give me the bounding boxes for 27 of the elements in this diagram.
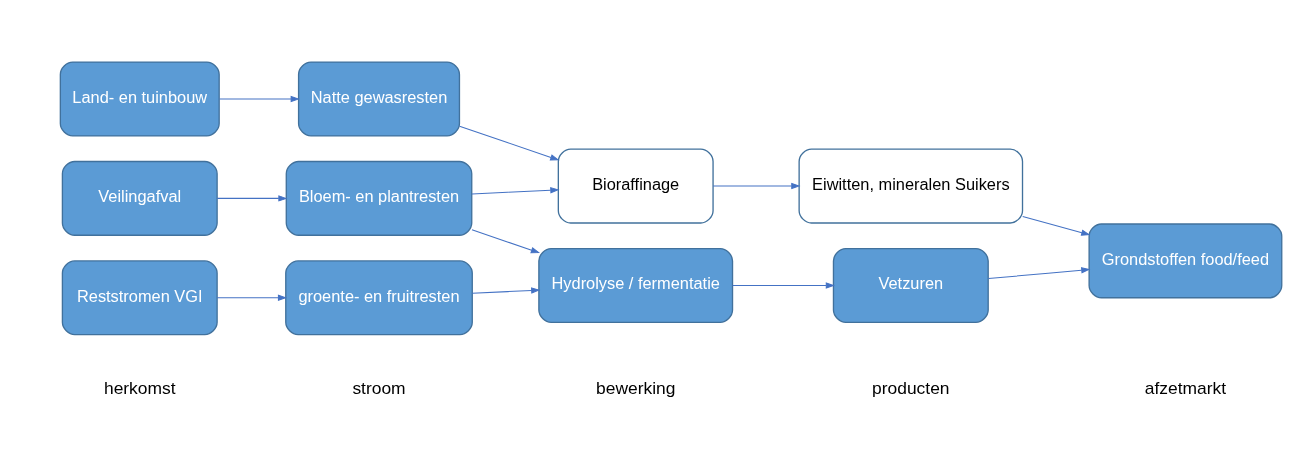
arrow <box>987 267 1090 280</box>
label: bewerking <box>595 378 675 399</box>
arrow <box>218 95 300 103</box>
arrow <box>470 186 559 195</box>
label: stroom <box>351 378 406 399</box>
arrow <box>458 125 559 161</box>
node-box: Veilingafval <box>61 160 218 236</box>
label: afzetmarkt <box>1144 378 1226 399</box>
arrow <box>731 282 835 289</box>
arrow <box>1021 216 1090 236</box>
node-box: Bloem- en plantresten <box>285 160 472 236</box>
node-box: Natte gewasresten <box>297 61 460 137</box>
arrow <box>470 229 540 254</box>
node-box: Reststromen VGI <box>61 260 218 336</box>
node-box: Bioraffinage <box>557 148 714 224</box>
node-box: Eiwitten, mineralen Suikers <box>797 148 1023 224</box>
arrow <box>712 182 800 190</box>
arrow <box>216 195 288 202</box>
node-box: groente- en fruitresten <box>284 260 473 336</box>
node-box: Land- en tuinbouw <box>59 61 220 137</box>
label: herkomst <box>103 378 176 399</box>
node-box: Hydrolyse / fermentatie <box>537 247 733 324</box>
arrow <box>216 294 287 301</box>
node-box: Grondstoffen food/feed <box>1087 223 1282 299</box>
arrow <box>471 287 540 294</box>
label: producten <box>871 378 950 399</box>
node-box: Vetzuren <box>832 247 989 324</box>
